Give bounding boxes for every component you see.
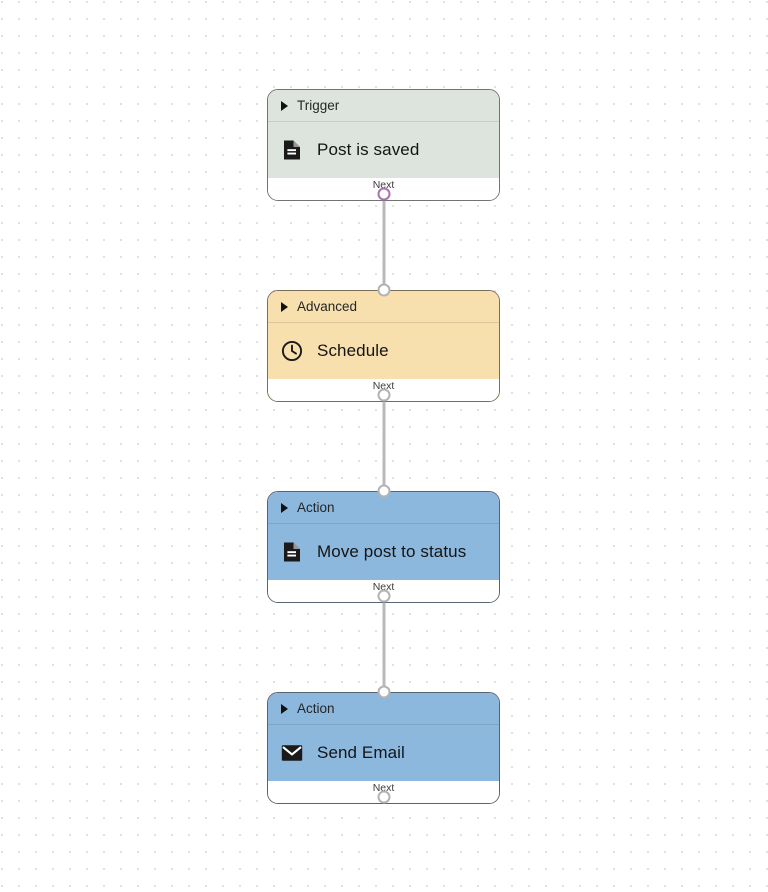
chevron-right-icon[interactable] xyxy=(281,100,288,111)
node-output-port-send-email[interactable] xyxy=(377,790,391,804)
document-icon xyxy=(281,541,303,563)
node-title: Schedule xyxy=(317,341,389,360)
edge-advanced-to-action-move[interactable] xyxy=(382,393,386,491)
node-title: Post is saved xyxy=(317,140,420,159)
node-category-label: Advanced xyxy=(297,299,358,314)
document-icon xyxy=(281,139,303,161)
chevron-right-icon[interactable] xyxy=(281,502,288,513)
envelope-icon xyxy=(281,742,303,764)
node-output-port-action-move[interactable] xyxy=(377,589,391,603)
node-input-port-advanced[interactable] xyxy=(377,283,391,297)
edge-action-move-to-send-email[interactable] xyxy=(382,594,386,692)
node-category-label: Trigger xyxy=(297,98,340,113)
node-title: Send Email xyxy=(317,743,405,762)
node-header-trigger[interactable]: Trigger xyxy=(268,90,499,122)
workflow-node-action-move-post[interactable]: Action Move post to status Next xyxy=(267,491,500,603)
node-footer-label: Next xyxy=(372,581,395,593)
node-output-port-trigger[interactable] xyxy=(377,187,391,201)
workflow-node-trigger[interactable]: Trigger Post is saved Next xyxy=(267,89,500,201)
node-footer-label: Next xyxy=(372,179,395,191)
edge-trigger-to-advanced[interactable] xyxy=(382,192,386,290)
node-title: Move post to status xyxy=(317,542,467,561)
workflow-node-advanced[interactable]: Advanced Schedule Next xyxy=(267,290,500,402)
node-category-label: Action xyxy=(297,701,335,716)
node-body-trigger[interactable]: Post is saved xyxy=(268,122,499,178)
clock-icon xyxy=(281,340,303,362)
node-output-port-advanced[interactable] xyxy=(377,388,391,402)
chevron-right-icon[interactable] xyxy=(281,301,288,312)
chevron-right-icon[interactable] xyxy=(281,703,288,714)
node-input-port-send-email[interactable] xyxy=(377,685,391,699)
node-body-advanced[interactable]: Schedule xyxy=(268,323,499,379)
node-footer-label: Next xyxy=(372,782,395,794)
node-input-port-action-move[interactable] xyxy=(377,484,391,498)
node-footer-label: Next xyxy=(372,380,395,392)
node-category-label: Action xyxy=(297,500,335,515)
workflow-node-action-send-email[interactable]: Action Send Email Next xyxy=(267,692,500,804)
node-body-action-move[interactable]: Move post to status xyxy=(268,524,499,580)
node-body-send-email[interactable]: Send Email xyxy=(268,725,499,781)
